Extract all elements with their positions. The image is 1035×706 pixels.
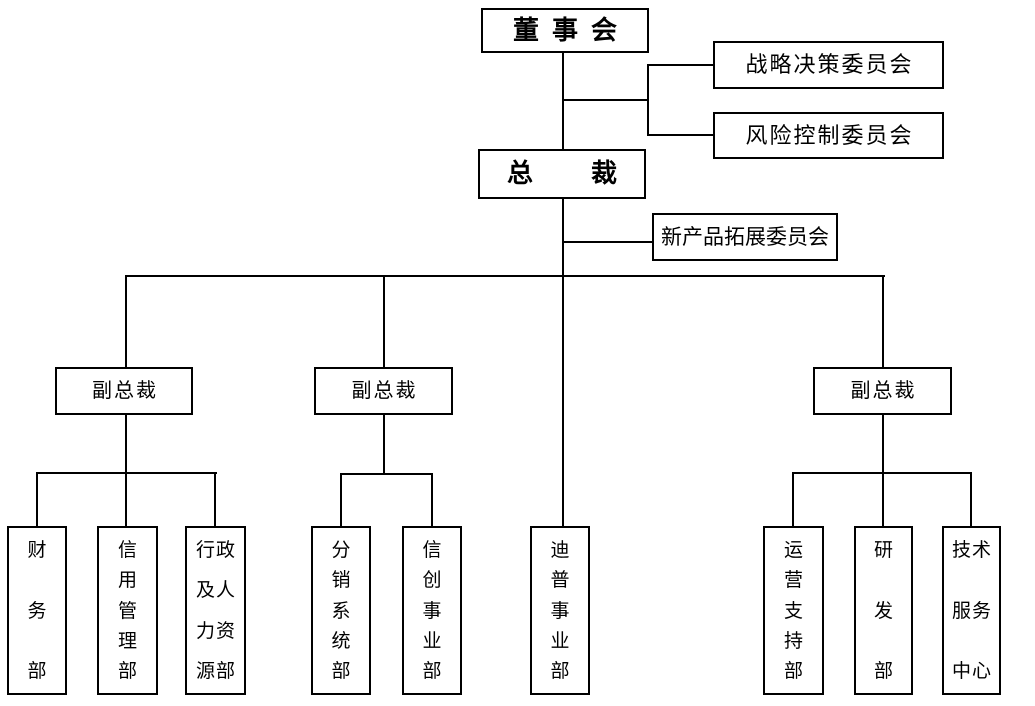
connector-vp-middle-rail	[340, 473, 433, 475]
org-node-board-label: 董事会	[512, 15, 630, 45]
connector-vp-right-rail	[792, 472, 972, 474]
org-node-vp-middle-label: 副总裁	[351, 380, 418, 402]
connector-drop-ops-support	[792, 472, 794, 527]
org-node-vp-left: 副总裁	[55, 367, 193, 415]
org-node-admin-hr-dept: 行政及人力资源部	[185, 526, 246, 695]
org-node-tech-service-center: 技术服务中心	[942, 526, 1001, 695]
org-node-rd-dept: 研发部	[854, 526, 913, 695]
org-node-risk-committee-label: 风险控制委员会	[745, 122, 914, 148]
org-node-risk-committee: 风险控制委员会	[713, 112, 944, 159]
org-node-finance-dept: 财务部	[7, 526, 67, 695]
connector-drop-vp-left	[125, 275, 127, 368]
org-node-vp-right-label: 副总裁	[850, 380, 917, 402]
org-node-operation-support-dept: 运营支持部	[763, 526, 824, 695]
connector-committees-riser	[647, 64, 649, 136]
connector-drop-xinchuang	[431, 473, 433, 527]
org-node-strategy-committee: 战略决策委员会	[713, 41, 944, 89]
connector-drop-vp-right	[882, 275, 884, 368]
connector-strategy-committee	[648, 64, 714, 66]
org-node-vp-middle: 副总裁	[314, 367, 453, 415]
connector-drop-vp-middle	[383, 275, 385, 368]
connector-risk-committee	[648, 134, 714, 136]
org-node-strategy-committee-label: 战略决策委员会	[745, 52, 914, 77]
connector-vp-left-rail	[36, 472, 217, 474]
connector-new-product-committee	[563, 241, 653, 243]
connector-drop-tech-service	[970, 472, 972, 527]
connector-vp-middle-stem	[383, 414, 385, 474]
connector-president-axis	[562, 198, 564, 528]
org-node-credit-management-dept: 信用管理部	[97, 526, 158, 695]
org-node-vp-left-label: 副总裁	[92, 380, 158, 402]
connector-committees-stub	[563, 99, 649, 101]
connector-drop-distribution	[340, 473, 342, 527]
connector-vp-left-stem	[125, 414, 127, 527]
org-node-president: 总裁	[478, 149, 646, 199]
connector-board-president	[562, 52, 564, 150]
org-node-new-product-committee-label: 新产品拓展委员会	[661, 224, 829, 249]
org-node-president-label: 总裁	[506, 159, 675, 188]
connector-drop-admin-hr	[214, 472, 216, 527]
org-node-distribution-system-dept: 分销系统部	[311, 526, 371, 695]
org-node-new-product-committee: 新产品拓展委员会	[652, 213, 838, 261]
connector-main-rail	[126, 275, 885, 277]
connector-vp-right-stem	[882, 414, 884, 527]
org-node-vp-right: 副总裁	[813, 367, 952, 415]
org-node-xinchuang-business-dept: 信创事业部	[402, 526, 462, 695]
connector-drop-finance	[36, 472, 38, 527]
org-node-dipu-business-dept: 迪普事业部	[530, 526, 590, 695]
org-node-board: 董事会	[481, 8, 649, 53]
